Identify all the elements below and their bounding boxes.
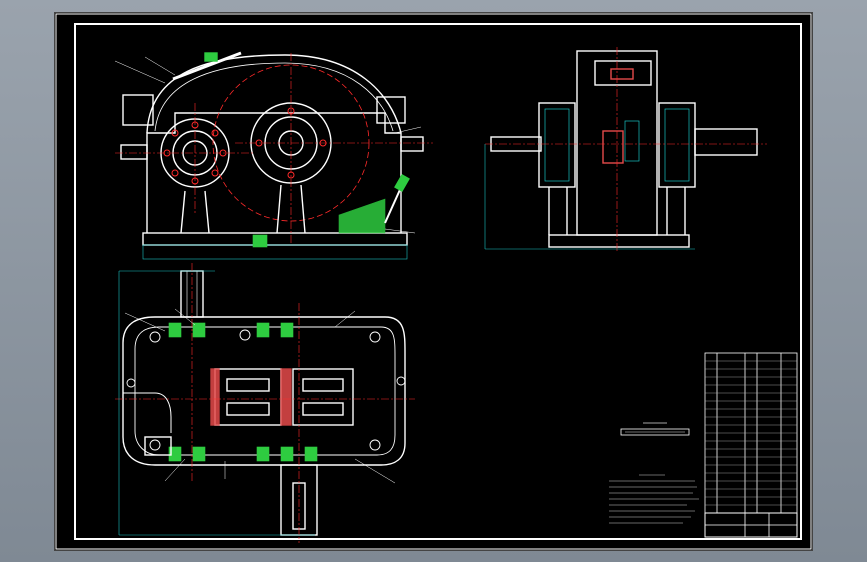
gear-block-1 bbox=[214, 368, 282, 426]
upper-cover bbox=[146, 54, 402, 134]
front-elevation-view bbox=[114, 51, 433, 260]
right-lug bbox=[376, 96, 406, 124]
support-ribs bbox=[180, 184, 306, 234]
left-shaft-end bbox=[120, 144, 148, 160]
base-plate bbox=[142, 232, 408, 246]
lower-housing bbox=[146, 112, 402, 233]
side-elevation-view bbox=[484, 47, 767, 253]
left-lug bbox=[122, 94, 154, 126]
base-dim-band bbox=[142, 244, 408, 260]
plan-casing bbox=[122, 316, 406, 466]
plan-casing-inner bbox=[134, 326, 396, 456]
technical-notes bbox=[609, 422, 699, 524]
parts-list-frame bbox=[704, 352, 798, 538]
gear-mesh bbox=[602, 130, 624, 164]
pinion-teeth bbox=[210, 368, 220, 426]
plan-section-view bbox=[115, 263, 415, 543]
drain-plug bbox=[252, 234, 268, 248]
side-legs bbox=[548, 187, 686, 235]
title-block bbox=[704, 352, 798, 538]
left-bearing-housing bbox=[538, 102, 576, 188]
inner-frame bbox=[74, 23, 802, 540]
drawing-canvas bbox=[55, 13, 812, 550]
dipstick-cap bbox=[394, 173, 410, 193]
inspection-cover bbox=[594, 60, 652, 86]
upper-cover-inner bbox=[154, 62, 394, 132]
drain-cover bbox=[144, 436, 172, 456]
vent-cover bbox=[172, 51, 242, 81]
side-base bbox=[548, 234, 690, 248]
oil-sump-hatch bbox=[338, 198, 386, 234]
output-shaft bbox=[694, 128, 758, 156]
drawing-sheet bbox=[55, 13, 812, 550]
gear-block-2 bbox=[292, 368, 354, 426]
gear-teeth bbox=[280, 368, 292, 426]
vent-boss bbox=[610, 68, 634, 80]
vent-plug bbox=[204, 52, 218, 62]
outer-frame bbox=[55, 13, 812, 550]
right-shaft-end bbox=[400, 136, 424, 152]
right-bearing-housing bbox=[658, 102, 696, 188]
